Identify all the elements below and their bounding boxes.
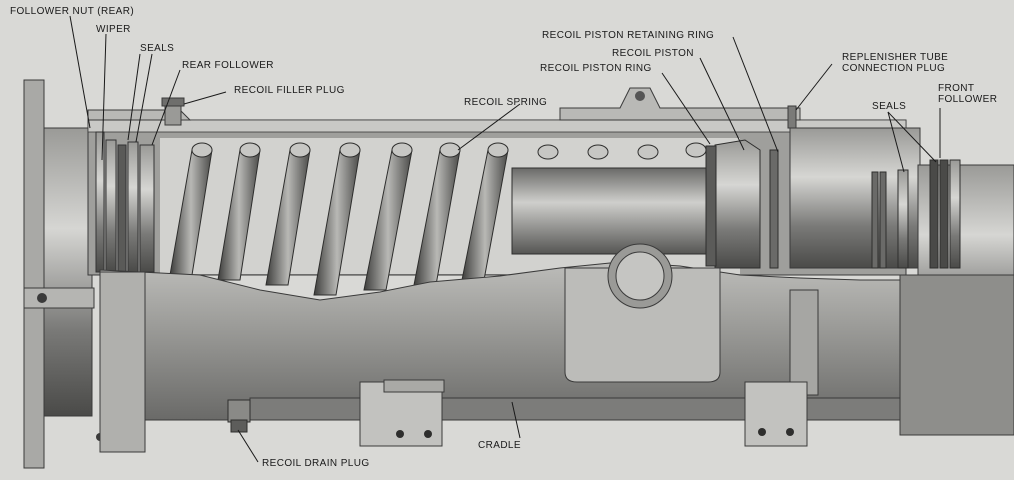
- lifting-eye: [635, 91, 645, 101]
- front-end-tube-lower: [899, 274, 1014, 436]
- cradle-window: [564, 267, 721, 383]
- label-follower-nut-rear: FOLLOWER NUT (REAR): [10, 6, 135, 17]
- label-seals-left: SEALS: [140, 43, 175, 54]
- drain-plug: [227, 399, 251, 423]
- mounting-lug-right: [744, 381, 808, 447]
- rear-flange: [23, 79, 45, 469]
- label-replenisher-line-2: CONNECTION PLUG: [842, 63, 946, 74]
- cylinder-top-rib: [87, 119, 907, 133]
- recoil-piston-head: [714, 139, 761, 269]
- label-recoil-spring: RECOIL SPRING: [464, 97, 548, 108]
- label-seals-right: SEALS: [872, 101, 907, 112]
- label-front-follower: FRONT FOLLOWER: [938, 83, 997, 105]
- rear-seal-stack: [95, 131, 155, 273]
- label-recoil-drain-plug: RECOIL DRAIN PLUG: [262, 458, 370, 469]
- piston-retaining-ring: [769, 149, 779, 269]
- cradle-rear-section: [99, 271, 146, 453]
- recoil-piston-rod: [511, 167, 733, 255]
- filler-plug-head: [161, 97, 185, 107]
- leader-lines: [69, 15, 941, 463]
- label-cradle: CRADLE: [478, 440, 521, 451]
- rear-flange-face: [43, 127, 93, 417]
- label-replenisher-line-1: REPLENISHER TUBE: [842, 52, 949, 63]
- bracket-bolt: [37, 293, 47, 303]
- front-seal-stack: [871, 159, 961, 269]
- label-recoil-piston-retaining-ring: RECOIL PISTON RETAINING RING: [542, 30, 715, 41]
- label-wiper: WIPER: [96, 24, 131, 35]
- piston-ring: [705, 145, 717, 267]
- label-front-follower-line-1: FRONT: [938, 83, 975, 94]
- label-recoil-piston: RECOIL PISTON: [612, 48, 694, 59]
- replenisher-plug: [787, 105, 797, 129]
- flange-bracket: [23, 287, 95, 309]
- top-lifting-boss: [559, 87, 801, 121]
- label-recoil-filler-plug: RECOIL FILLER PLUG: [234, 85, 345, 96]
- label-rear-follower: REAR FOLLOWER: [182, 60, 274, 71]
- label-replenisher-tube-connection-plug: REPLENISHER TUBE CONNECTION PLUG: [842, 52, 948, 74]
- label-recoil-piston-ring: RECOIL PISTON RING: [540, 63, 652, 74]
- label-front-follower-line-2: FOLLOWER: [938, 94, 998, 105]
- cradle-rib: [789, 289, 819, 396]
